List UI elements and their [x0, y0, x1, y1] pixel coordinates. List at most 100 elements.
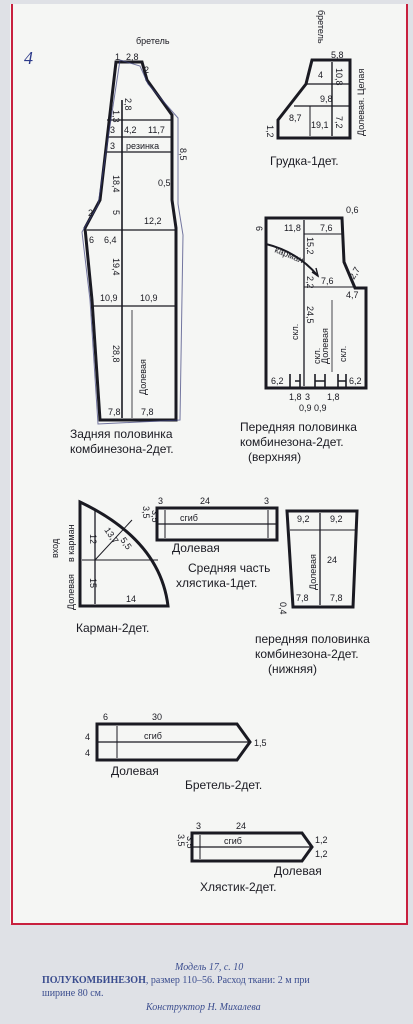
bib-pattern — [276, 58, 352, 140]
footer-title-line: ПОЛУКОМБИНЕЗОН, размер 110–56. Расход тк… — [42, 975, 310, 986]
front-upper-dim-62b: 6,2 — [349, 376, 362, 386]
back-half-strap-label: бретель — [136, 36, 170, 46]
front-lower-dim-92b: 9,2 — [330, 514, 343, 524]
corner-mark: 4 — [24, 48, 33, 68]
front-upper-dim-3: 3 — [305, 392, 310, 402]
front-upper-dim-118: 11,8 — [284, 223, 301, 233]
half-belt-mid-fold-label: сгиб — [180, 513, 198, 523]
strap-dim-30: 30 — [152, 712, 162, 722]
front-upper-pleat-3 — [337, 374, 347, 388]
front-upper-caption-2: комбинезона-2дет. — [240, 435, 344, 449]
pocket-side-label-1: вход — [50, 538, 60, 558]
half-belt-tip-a: 1,2 — [315, 835, 328, 845]
front-upper-caption-3: (верхняя) — [248, 450, 301, 464]
back-half-caption-1: Задняя половинка — [70, 427, 173, 441]
back-half-dim-2-top: 2 — [144, 65, 149, 75]
front-upper-dim-09b: 0,9 — [314, 403, 327, 413]
half-belt-pattern — [190, 831, 314, 863]
back-half-caption-2: комбинезона-2дет. — [70, 442, 174, 456]
strap-pattern — [95, 722, 252, 762]
back-half-dim-3a: 3 — [110, 125, 115, 135]
back-half-pencil-tracing — [81, 59, 184, 425]
back-half-dim-28b: 2,8 — [123, 98, 133, 111]
half-belt-mid-dim-35b: 3,5 — [150, 510, 160, 523]
back-half-dim-78a: 7,8 — [108, 407, 121, 417]
half-belt-mid-dim-3a: 3 — [158, 496, 163, 506]
front-upper-dim-245: 24,5 — [305, 306, 315, 324]
half-belt-grain-label: Долевая — [274, 864, 322, 878]
front-upper-dim-62a: 6,2 — [271, 376, 284, 386]
bib-side-text: Долевая. Целая — [356, 69, 366, 136]
back-half-dim-194: 19,4 — [111, 258, 121, 276]
front-upper-dim-76b: 7,6 — [321, 276, 334, 286]
back-half-grain-label: Долевая — [138, 359, 148, 395]
pocket-dim-14: 14 — [126, 594, 136, 604]
front-upper-fold-3: скл. — [338, 346, 348, 362]
pocket-side-label-2: в карман — [66, 524, 76, 562]
front-lower-dim-04: 0,4 — [278, 602, 288, 615]
back-half-dim-109b: 10,9 — [140, 293, 158, 303]
front-lower-dim-92a: 9,2 — [297, 514, 310, 524]
front-upper-dim-06: 0,6 — [346, 205, 359, 215]
front-upper-dim-6: 6 — [254, 226, 264, 231]
bib-dim-87: 8,7 — [289, 113, 302, 123]
front-upper-outline — [264, 216, 368, 390]
front-upper-dim-18a: 1,8 — [289, 392, 302, 402]
front-lower-dim-78a: 7,8 — [296, 593, 309, 603]
bib-caption: Грудка-1дет. — [270, 154, 339, 168]
front-lower-caption-2: комбинезона-2дет. — [255, 647, 359, 661]
back-half-dim-122: 12,2 — [144, 216, 162, 226]
front-lower-dim-24: 24 — [327, 555, 337, 565]
front-upper-caption-1: Передняя половинка — [240, 420, 357, 434]
half-belt-dim-35a: 3,5 — [176, 834, 186, 847]
bib-dim-108: 10,8 — [334, 68, 344, 86]
bib-strap-label: бретель — [316, 10, 326, 44]
strap-grain-label: Долевая — [111, 764, 159, 778]
bib-dim-72: 7,2 — [334, 116, 344, 129]
back-half-dim-2: 2 — [88, 208, 93, 218]
half-belt-mid-caption-1: Средняя часть — [188, 561, 270, 575]
front-lower-pattern — [285, 509, 359, 609]
half-belt-mid-caption-2: хлястика-1дет. — [176, 576, 257, 590]
footer-width-line: ширине 80 см. — [42, 988, 103, 999]
half-belt-outline — [190, 831, 314, 863]
half-belt-mid-grain-label: Долевая — [172, 541, 220, 555]
footer-model-line: Модель 17, с. 10 — [174, 962, 243, 973]
front-upper-dim-22: 2,2 — [305, 276, 315, 289]
back-half-dim-42: 4,2 — [124, 125, 137, 135]
front-upper-dim-47: 4,7 — [346, 290, 359, 300]
back-half-dim-78b: 7,8 — [141, 407, 154, 417]
back-half-elastic-label: резинка — [126, 141, 159, 151]
half-belt-mid-dim-35a: 3,5 — [141, 506, 151, 519]
footer-title-rest: , размер 110–56. Расход ткани: 2 м при — [146, 975, 311, 986]
back-half-dim-184: 18,4 — [111, 175, 121, 193]
half-belt-dim-24: 24 — [236, 821, 246, 831]
front-lower-outline — [285, 509, 359, 609]
back-half-dim-28-top: 2,8 — [126, 52, 139, 62]
back-half-dim-64: 6,4 — [104, 235, 117, 245]
back-half-dim-13: 1,3 — [111, 110, 121, 123]
back-half-dim-3b: 3 — [110, 141, 115, 151]
front-upper-fold-2: скл. — [312, 348, 322, 364]
front-upper-dim-76a: 7,6 — [320, 223, 333, 233]
front-lower-dim-78b: 7,8 — [330, 593, 343, 603]
pocket-grain-label: Долевая — [66, 574, 76, 610]
strap-dim-4a: 4 — [85, 732, 90, 742]
back-half-dim-117: 11,7 — [148, 125, 165, 135]
front-lower-caption-1: передняя половинка — [255, 632, 370, 646]
back-half-dim-288: 28,8 — [111, 345, 121, 363]
strap-dim-6: 6 — [103, 712, 108, 722]
back-half-dim-85: 8,5 — [178, 148, 188, 161]
back-half-dim-5: 5 — [111, 210, 121, 215]
half-belt-dim-3: 3 — [196, 821, 201, 831]
pocket-diagonal — [94, 519, 133, 561]
front-upper-pattern — [264, 216, 368, 390]
pocket-dim-15: 15 — [88, 578, 98, 588]
front-lower-caption-3: (нижняя) — [268, 662, 317, 676]
back-half-dim-1: 1 — [115, 52, 120, 62]
half-belt-caption: Хлястик-2дет. — [200, 880, 276, 894]
front-upper-dim-152: 15,2 — [305, 237, 315, 255]
front-upper-grain-label: Долевая — [320, 328, 330, 364]
pocket-dim-12: 12 — [88, 534, 98, 544]
half-belt-mid-dim-3b: 3 — [264, 496, 269, 506]
